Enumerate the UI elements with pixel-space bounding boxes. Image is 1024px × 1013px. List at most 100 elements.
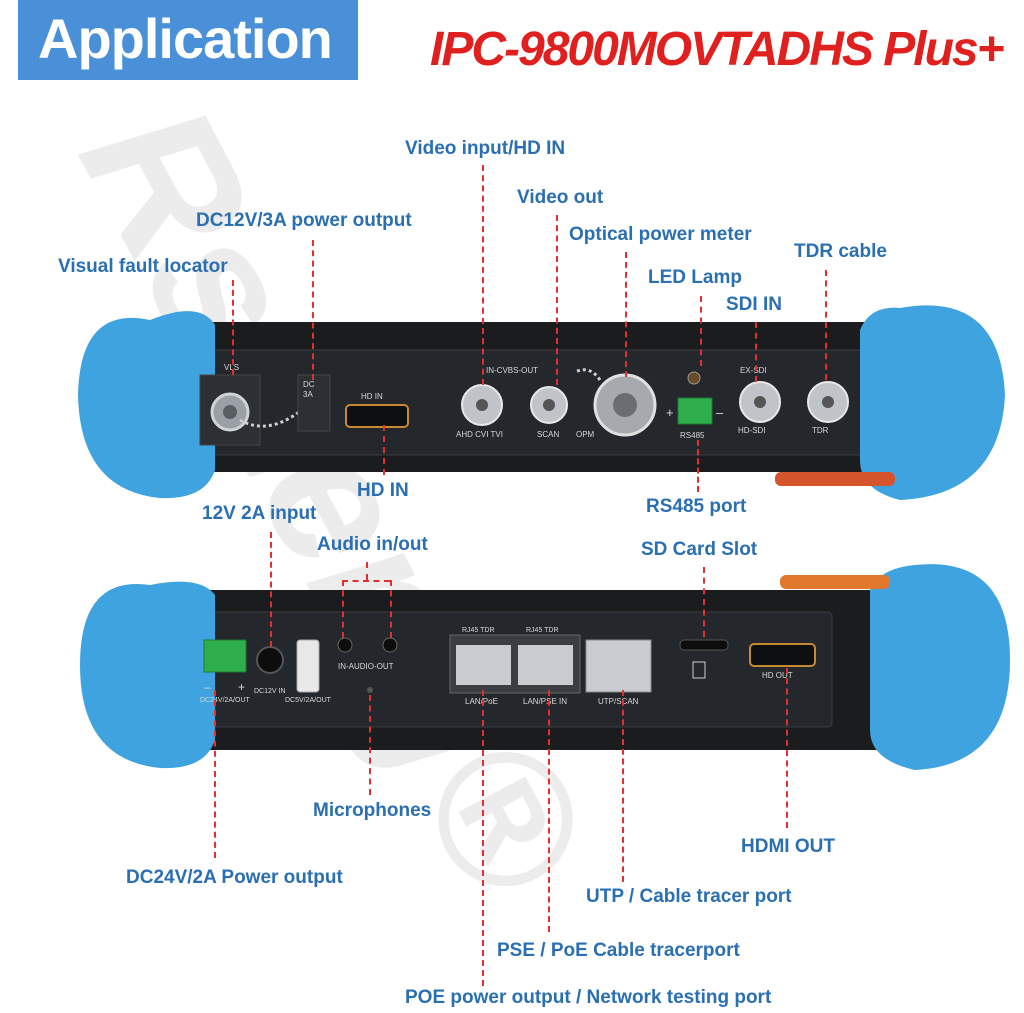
label-audio: Audio in/out	[317, 534, 428, 555]
leader-audio-stem	[366, 562, 368, 580]
silk-hd-in: HD IN	[361, 392, 383, 401]
leader-sd-card	[703, 567, 705, 637]
silk-ahd: AHD CVI TVI	[456, 430, 503, 439]
silk-lan-poe: LAN/PoE	[465, 697, 498, 706]
leader-video-out	[556, 215, 558, 385]
leader-vfl	[232, 280, 234, 375]
label-video-out: Video out	[517, 187, 604, 208]
silk-cvbs: IN-CVBS-OUT	[486, 366, 538, 375]
silk-vls: VLS	[224, 363, 240, 372]
silk-opm: OPM	[576, 430, 595, 439]
label-video-input: Video input/HD IN	[405, 138, 566, 159]
label-12v-input: 12V 2A input	[202, 503, 317, 524]
hd-in-port	[345, 404, 409, 428]
leader-utp	[622, 690, 624, 882]
silk-lan-pse: LAN/PSE IN	[523, 697, 568, 706]
usb-port	[296, 639, 320, 693]
leader-hdmi-out	[786, 668, 788, 828]
audio-out-jack	[382, 637, 398, 653]
label-utp: UTP / Cable tracer port	[586, 886, 792, 907]
scan-bnc-core	[543, 399, 555, 411]
label-optical-power-meter: Optical power meter	[569, 224, 752, 245]
silk-ex-sdi: EX-SDI	[740, 366, 767, 375]
silk-rs485-minus: –	[716, 405, 724, 420]
side-buttons-bottom	[780, 575, 890, 589]
rj45-lan-poe	[456, 645, 511, 685]
label-rs485-port: RS485 port	[646, 496, 747, 517]
silk-rs485: RS485	[680, 431, 705, 440]
top-left-bumper	[78, 311, 215, 499]
model-name: IPC-9800MOVTADHS Plus+	[430, 23, 1005, 76]
label-led-lamp: LED Lamp	[648, 267, 742, 288]
label-microphones: Microphones	[313, 800, 432, 821]
dc12-in-jack	[256, 646, 284, 674]
vls-chain	[239, 393, 320, 428]
header-title: Application	[38, 7, 333, 70]
dc24-terminal	[203, 639, 247, 673]
leader-rs485	[697, 440, 699, 492]
bottom-right-bumper	[870, 564, 1010, 770]
silk-rj45-1: RJ45 TDR	[462, 627, 495, 634]
label-poe: POE power output / Network testing port	[405, 987, 772, 1008]
bottom-device	[80, 564, 1010, 770]
leader-microphones	[369, 695, 371, 795]
label-dc12v-output: DC12V/3A power output	[196, 210, 412, 231]
silk-rj45-2: RJ45 TDR	[526, 627, 559, 634]
silk-dc24: DC24V/2A/OUT	[200, 697, 250, 704]
label-hd-in: HD IN	[357, 480, 409, 501]
label-sd-card: SD Card Slot	[641, 539, 758, 560]
opm-core	[613, 393, 637, 417]
leader-pse	[548, 690, 550, 932]
rs485-terminal	[677, 397, 713, 425]
tdr-bnc-core	[822, 396, 834, 408]
leader-poe	[482, 690, 484, 986]
led-lamp	[687, 371, 701, 385]
leader-dc24	[214, 690, 216, 858]
leader-audio-in	[342, 580, 344, 638]
silk-dc12-in: DC12V IN	[254, 688, 286, 695]
leader-dc12	[312, 240, 314, 380]
label-sdi-in: SDI IN	[726, 294, 782, 315]
silk-audio: IN-AUDIO-OUT	[338, 662, 394, 671]
hdmi-out-port	[749, 643, 816, 667]
leader-led	[700, 296, 702, 366]
silk-dc: DC	[303, 380, 315, 389]
label-hdmi-out: HDMI OUT	[741, 836, 835, 857]
leader-audio-bracket	[342, 580, 390, 582]
sd-card-slot	[679, 639, 729, 651]
silk-rs485-plus: +	[666, 405, 674, 420]
sdi-bnc-core	[754, 396, 766, 408]
bottom-left-bumper	[80, 581, 215, 769]
sd-card-icon	[692, 661, 706, 679]
silk-tdr: TDR	[812, 426, 829, 435]
top-right-bumper	[860, 305, 1005, 500]
silk-dc24-plus: +	[238, 680, 246, 694]
leader-audio-out	[390, 580, 392, 638]
microphone-hole	[367, 687, 373, 693]
silk-utp-scan: UTP/SCAN	[598, 697, 639, 706]
opm-chain	[574, 368, 602, 381]
label-dc24v: DC24V/2A Power output	[126, 867, 343, 888]
leader-video-input	[482, 165, 484, 385]
silk-hd-sdi: HD-SDI	[738, 426, 766, 435]
audio-in-jack	[337, 637, 353, 653]
leader-tdr	[825, 270, 827, 380]
leader-12v-input	[270, 532, 272, 647]
silk-dc24-minus: –	[204, 680, 211, 694]
leader-hd-in	[383, 425, 385, 475]
silk-dc5v: DC5V/2A/OUT	[285, 697, 331, 704]
silk-dc-sub: 3A	[303, 390, 313, 399]
ahd-bnc-core	[476, 399, 488, 411]
label-visual-fault-locator: Visual fault locator	[58, 256, 228, 277]
leader-opm	[625, 252, 627, 377]
silk-scan: SCAN	[537, 430, 560, 439]
dc-output-port	[297, 374, 331, 432]
vls-core	[223, 405, 237, 419]
top-device	[78, 305, 1005, 500]
label-tdr-cable: TDR cable	[794, 241, 887, 262]
header-banner: Application	[18, 0, 358, 80]
leader-sdi	[755, 322, 757, 382]
silk-hd-out: HD OUT	[762, 671, 793, 680]
label-pse: PSE / PoE Cable tracerport	[497, 940, 740, 961]
